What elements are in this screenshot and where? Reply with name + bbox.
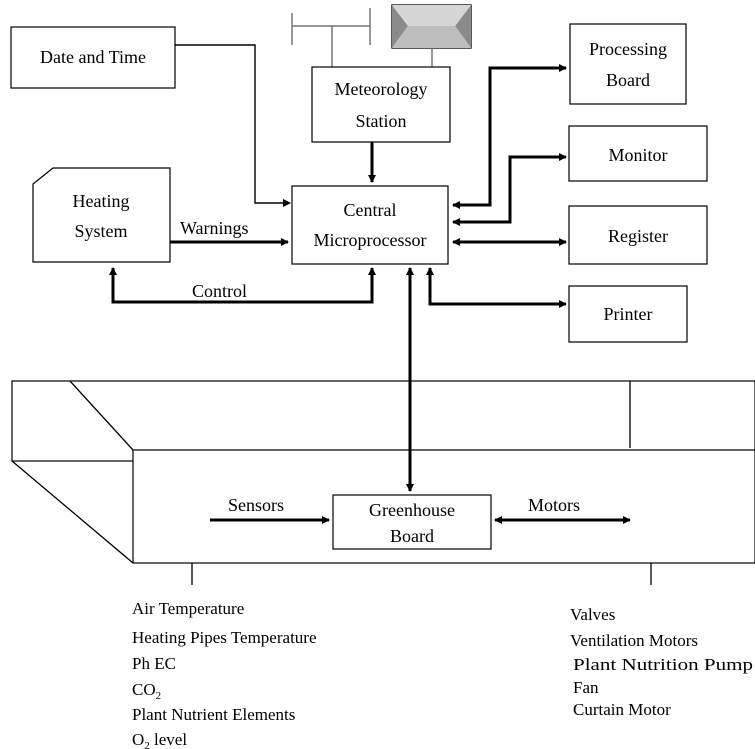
motor-list-item: Plant Nutrition Pump — [573, 655, 753, 674]
greenhouse-back-panel — [11, 380, 755, 462]
greenhouse-structure — [11, 380, 755, 585]
printer-label: Printer — [604, 304, 653, 324]
monitor-box: Monitor — [568, 125, 708, 182]
control-label: Control — [192, 281, 247, 301]
processing-board-label-2: Board — [606, 70, 650, 90]
sensor-list-item: CO2 — [132, 680, 161, 702]
sensors-label: Sensors — [228, 495, 284, 515]
sensor-list-item: Plant Nutrient Elements — [132, 705, 295, 724]
central-monitor-arrow — [452, 153, 567, 226]
co2-subscript: 2 — [156, 690, 162, 702]
central-printer-arrow — [426, 267, 567, 308]
motor-list-item: Fan — [573, 678, 599, 697]
meteorology-label-2: Station — [355, 111, 406, 131]
warnings-label: Warnings — [180, 218, 249, 238]
motor-list-item: Curtain Motor — [573, 700, 671, 719]
monitor-label: Monitor — [608, 145, 667, 165]
greenhouse-board-label-2: Board — [390, 526, 434, 546]
greenhouse-board-label-1: Greenhouse — [369, 500, 455, 520]
connectors — [109, 44, 631, 524]
motor-list-item: Ventilation Motors — [570, 631, 698, 650]
co2-text: CO — [132, 680, 156, 699]
printer-box: Printer — [568, 285, 688, 343]
sensor-list-item: Air Temperature — [132, 599, 244, 618]
control-arrow — [109, 267, 376, 304]
motor-list: Valves Ventilation Motors Plant Nutritio… — [570, 605, 753, 719]
meteorology-label-1: Meteorology — [335, 79, 428, 99]
o2-suffix: level — [150, 730, 188, 749]
heating-system-label-1: Heating — [73, 191, 130, 211]
sensor-list-item: O2 level — [132, 730, 187, 749]
central-label-1: Central — [344, 200, 397, 220]
greenhouse-left-inner-edge — [69, 380, 134, 451]
greenhouse-left-edge — [11, 460, 134, 564]
date-time-label: Date and Time — [40, 47, 146, 67]
meteorology-antenna — [291, 8, 371, 67]
weather-sensor-icon — [391, 4, 472, 67]
greenhouse-board-box: Greenhouse Board — [332, 494, 492, 550]
central-microprocessor-box: Central Microprocessor — [291, 185, 449, 265]
sensor-list: Air Temperature Heating Pipes Temperatur… — [132, 599, 317, 749]
o2-subscript: 2 — [144, 740, 150, 749]
o2-text: O — [132, 730, 144, 749]
register-box: Register — [568, 205, 708, 265]
sensor-list-item: Heating Pipes Temperature — [132, 628, 317, 647]
date-time-box: Date and Time — [10, 26, 176, 89]
register-label: Register — [608, 226, 668, 246]
motor-list-item: Valves — [570, 605, 615, 624]
motors-label: Motors — [528, 495, 580, 515]
heating-system-box: Heating System — [32, 167, 171, 263]
processing-board-label-1: Processing — [589, 39, 667, 59]
central-label-2: Microprocessor — [314, 230, 427, 250]
processing-board-box: Processing Board — [569, 23, 687, 105]
meteorology-station-box: Meteorology Station — [311, 66, 451, 143]
heating-system-label-2: System — [74, 221, 127, 241]
date-time-to-central-arrow — [175, 44, 291, 207]
sensor-list-item: Ph EC — [132, 654, 176, 673]
